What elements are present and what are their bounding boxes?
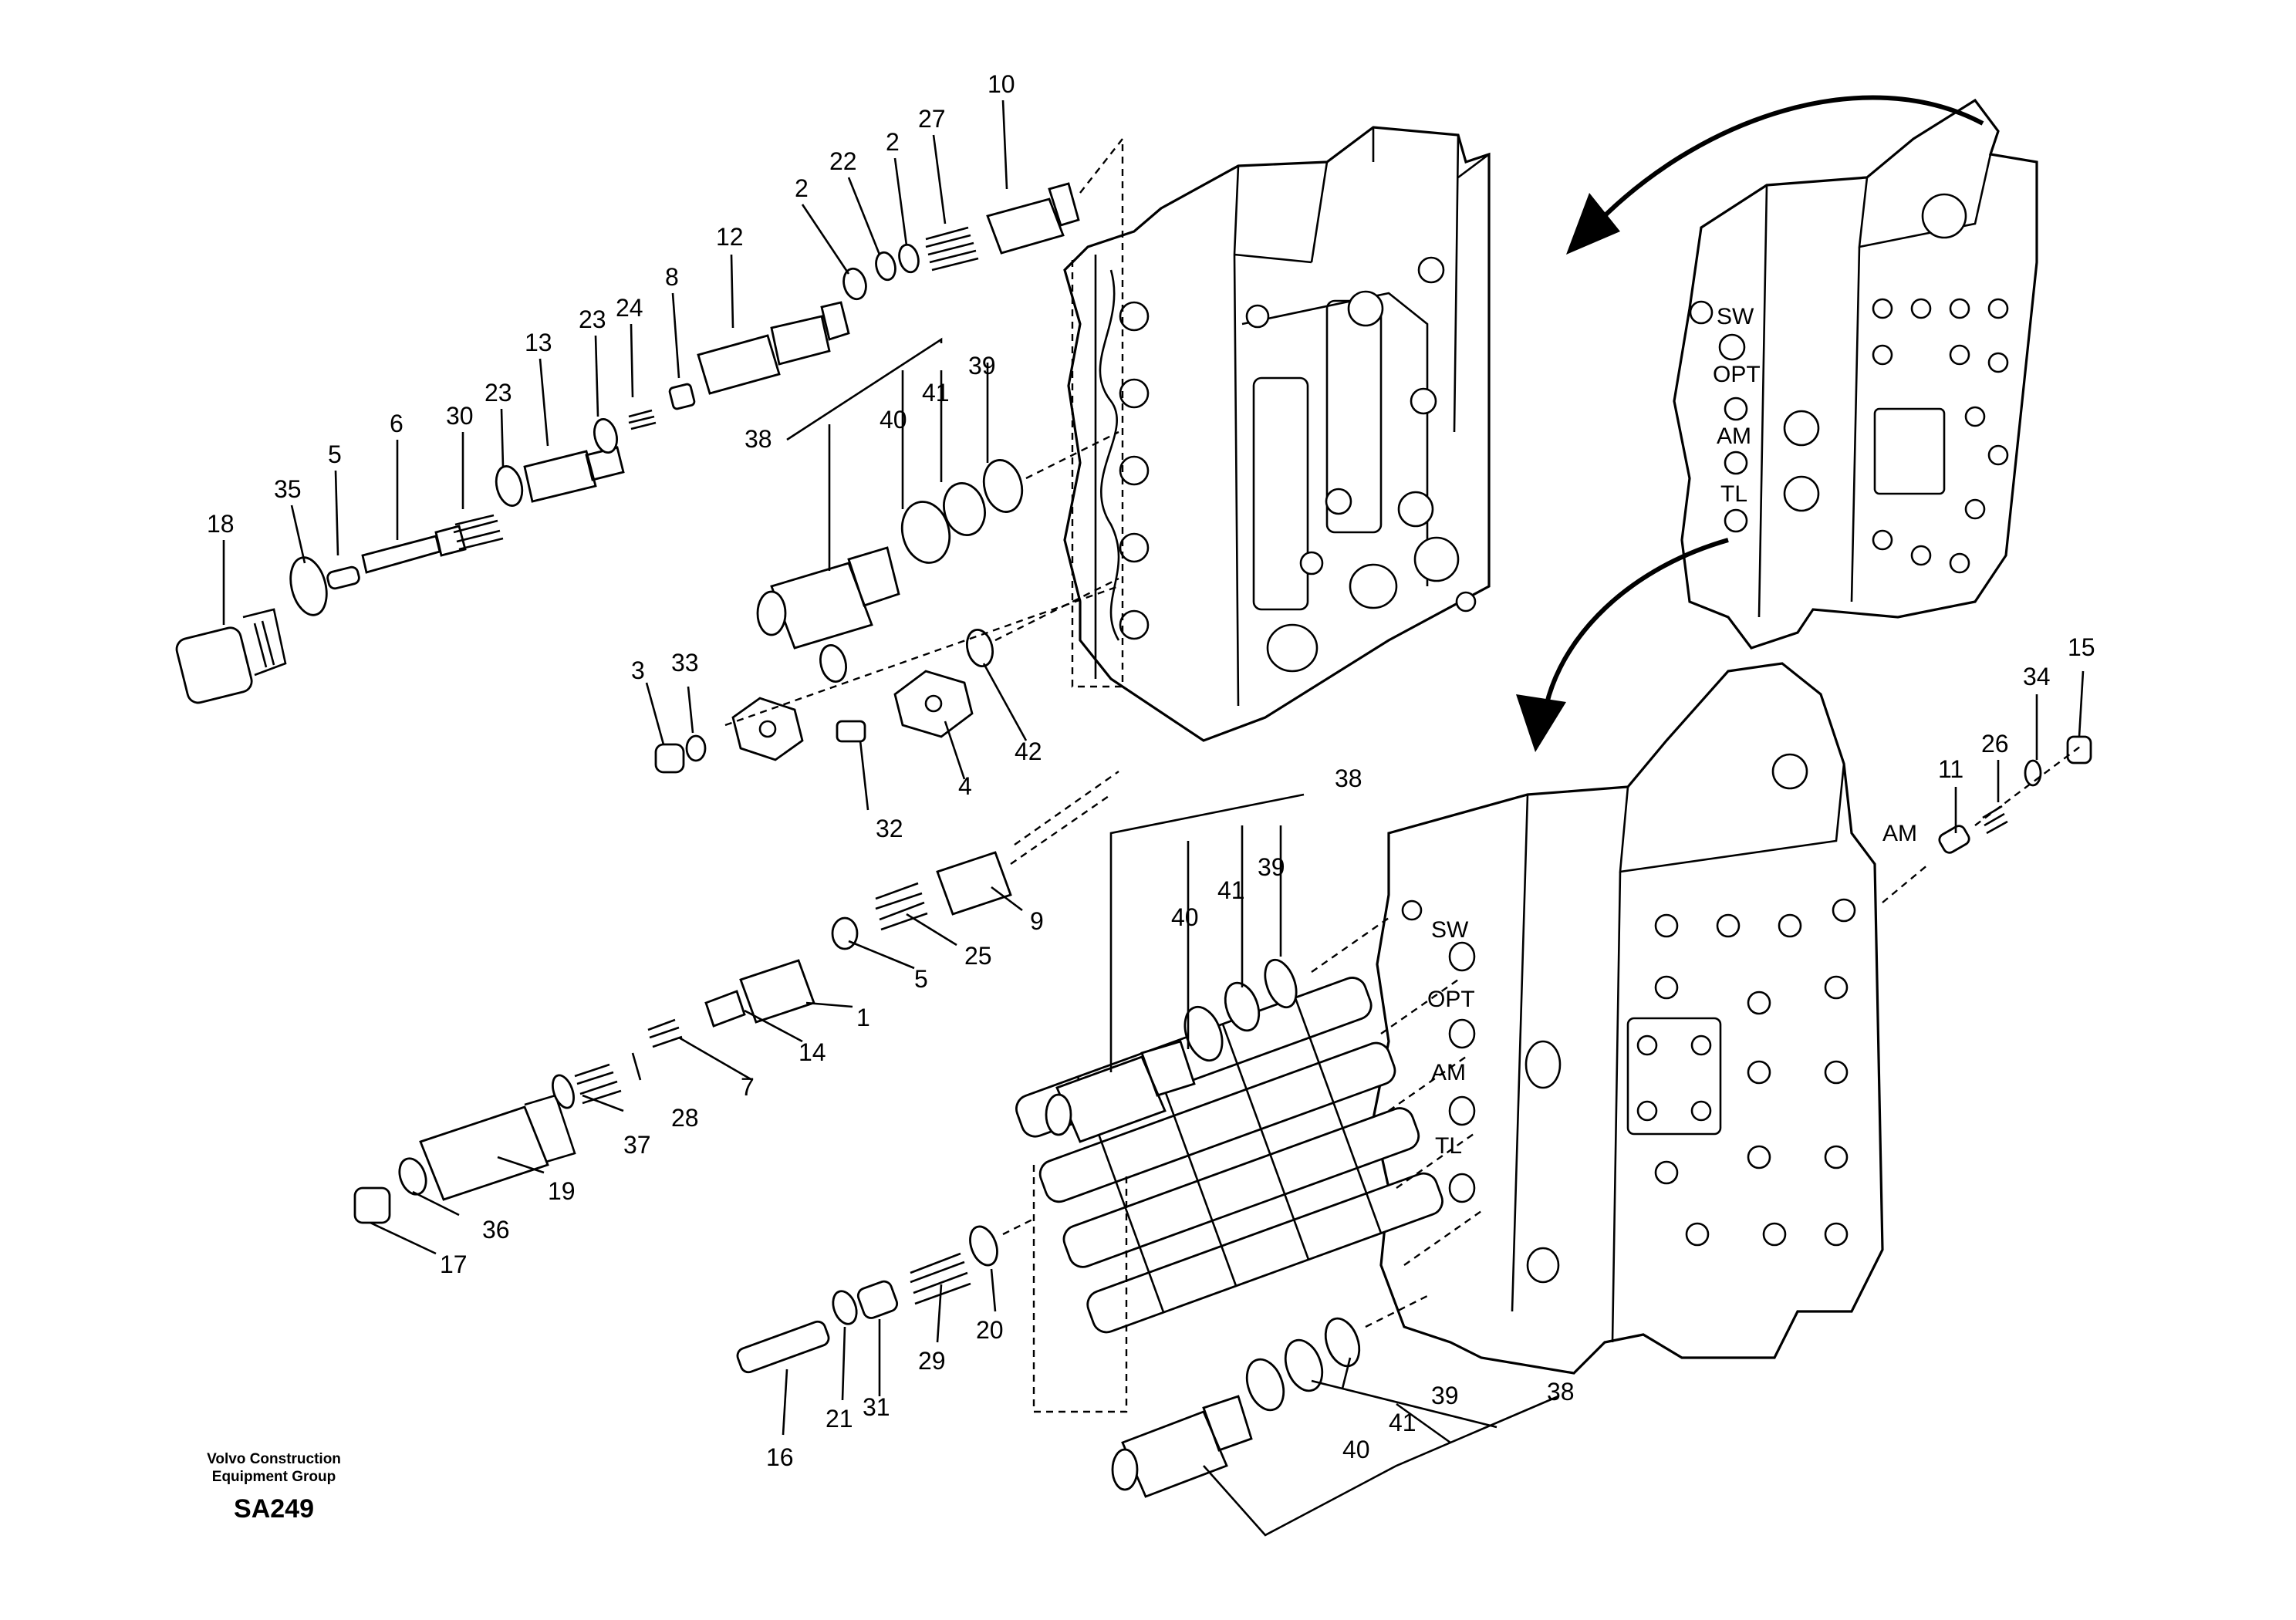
callout-38c: 38 [1547,1378,1575,1406]
callout-42: 42 [1015,737,1042,765]
callout-37: 37 [623,1131,651,1159]
callout-5b: 5 [914,965,928,993]
callout-41a: 41 [922,379,950,407]
callout-31: 31 [863,1393,890,1421]
callout-41c: 41 [1389,1409,1416,1436]
port-am-main: AM [1431,1060,1466,1085]
callout-22: 22 [829,147,857,175]
callout-labels: 18 35 5 6 30 23 13 23 24 8 12 2 22 2 27 … [207,70,2095,1471]
port-opt-main: OPT [1427,987,1475,1012]
callout-4: 4 [958,772,972,800]
callout-18: 18 [207,510,235,538]
port-sw-top: SW [1717,304,1754,329]
callout-40c: 40 [1342,1436,1370,1463]
port-am-top: AM [1717,424,1751,449]
callout-32: 32 [876,815,903,842]
footer-company-line1: Volvo Construction [207,1451,341,1467]
callout-38b: 38 [1335,764,1362,792]
upper-relief-valve [756,430,1119,650]
callout-14: 14 [799,1038,826,1066]
callout-19: 19 [548,1177,576,1205]
callout-13: 13 [525,329,552,356]
callout-30: 30 [446,402,474,430]
footer-block: Volvo Construction Equipment Group SA249 [207,1451,341,1524]
callout-3: 3 [631,656,645,684]
callout-40a: 40 [880,406,907,434]
leader-lines [222,100,2085,1537]
callout-33: 33 [671,649,699,677]
callout-20: 20 [976,1316,1004,1344]
callout-39b: 39 [1258,853,1285,881]
footer-company-line2: Equipment Group [212,1469,336,1485]
callout-34: 34 [2023,663,2051,690]
middle-parts [353,771,1119,1224]
callout-29: 29 [918,1347,946,1375]
callout-38a: 38 [745,425,772,453]
callout-21: 21 [826,1405,853,1433]
callout-27: 27 [918,105,946,133]
callout-40b: 40 [1171,903,1199,931]
callout-28: 28 [671,1104,699,1132]
side-port-parts: AM [1882,735,2092,903]
rotation-arrows [1516,95,1984,752]
drawing-code: SA249 [234,1494,314,1524]
callout-8: 8 [665,263,679,291]
callout-26: 26 [1981,730,2009,758]
callout-36: 36 [482,1216,510,1244]
callout-5a: 5 [328,440,342,468]
callout-39c: 39 [1431,1382,1459,1409]
port-am-side: AM [1882,821,1917,846]
callout-11: 11 [1938,755,1963,783]
callout-10: 10 [988,70,1015,98]
upper-parts [175,136,1124,704]
callout-35: 35 [274,475,302,503]
callout-25: 25 [964,942,992,970]
callout-39a: 39 [968,352,996,380]
callout-16: 16 [766,1443,794,1471]
spools [1015,977,1482,1413]
main-valve-block: SW OPT AM TL [1372,662,1884,1375]
callout-23b: 23 [579,305,606,333]
callout-23a: 23 [485,379,512,407]
flange-parts [654,577,1119,774]
callout-41b: 41 [1217,876,1245,904]
port-opt-top: OPT [1713,362,1761,387]
port-sw-main: SW [1431,917,1469,943]
reference-valve-block: SW OPT AM TL [1673,98,2038,650]
lower-small-parts [736,1217,1035,1374]
main-relief-valve-upper [1045,917,1389,1143]
main-relief-valve-lower [1111,1294,1428,1498]
callout-17: 17 [440,1250,468,1278]
callout-1: 1 [856,1004,870,1031]
callout-15: 15 [2068,633,2095,661]
callout-7: 7 [741,1073,755,1101]
port-tl-top: TL [1720,481,1747,507]
callout-2b: 2 [886,128,900,156]
upper-valve-block [1063,126,1491,742]
callout-9: 9 [1030,907,1044,935]
callout-12: 12 [716,223,744,251]
callout-24: 24 [616,294,643,322]
callout-6: 6 [390,410,403,437]
callout-2a: 2 [795,174,809,202]
